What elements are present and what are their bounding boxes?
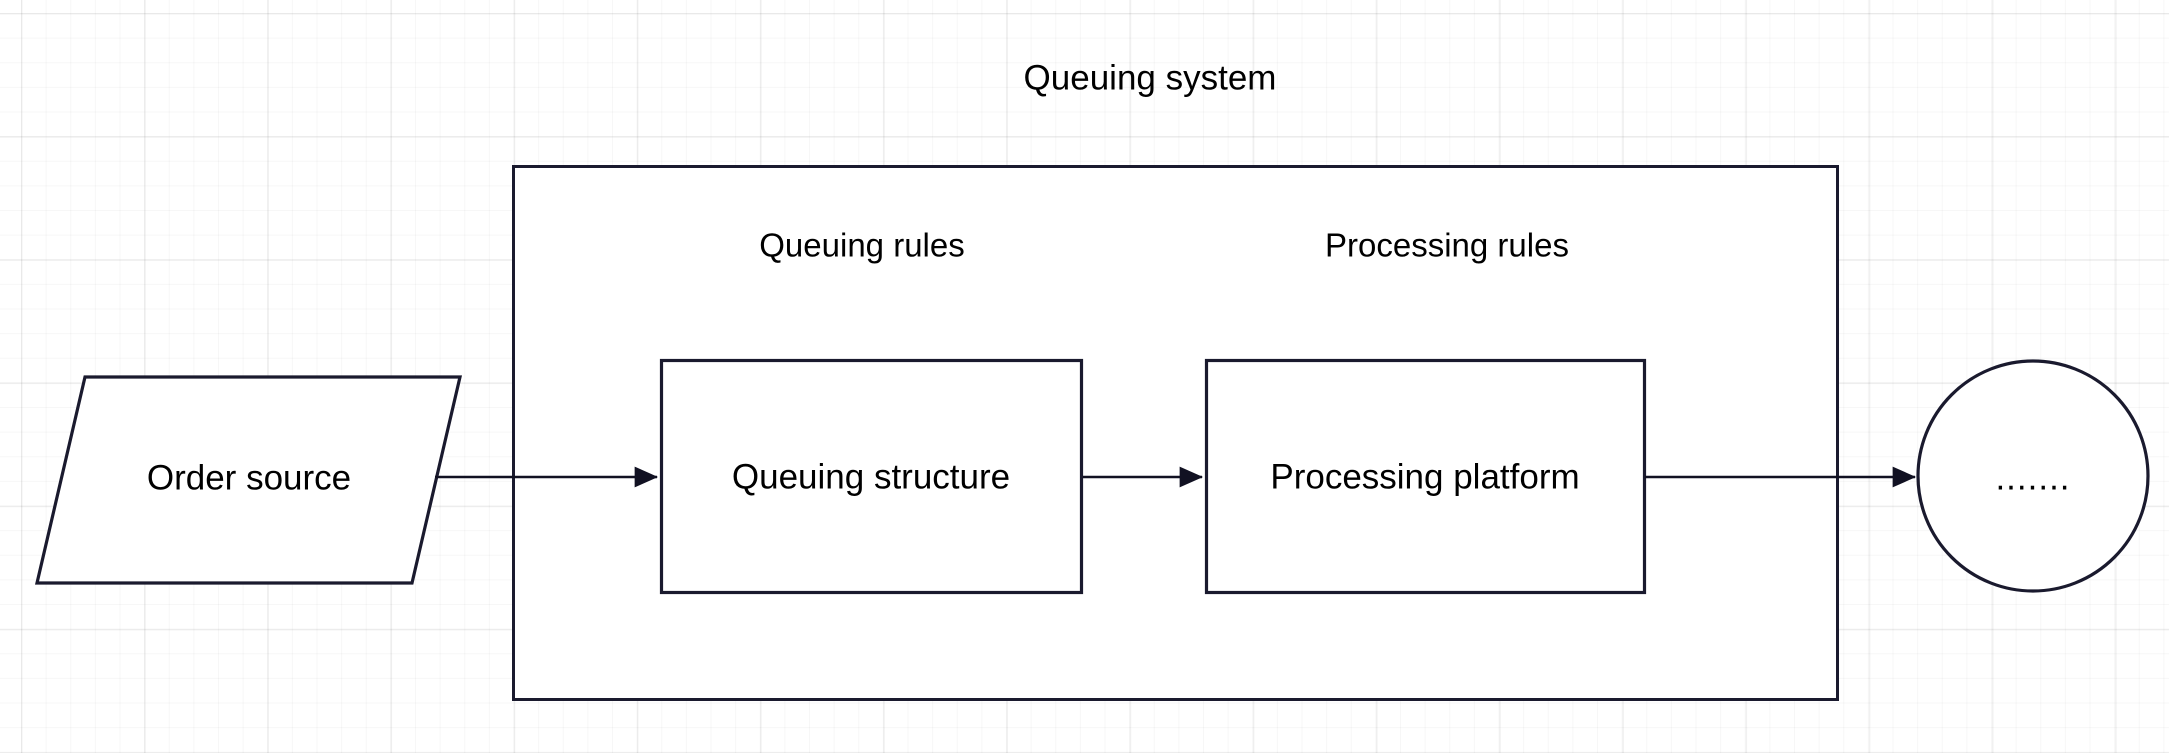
- node-label-order-source: Order source: [146, 458, 352, 498]
- node-label-processing-platform: Processing platform: [1270, 457, 1580, 497]
- diagram-title: Queuing system: [1023, 58, 1277, 98]
- group-label-queuing-rules: Queuing rules: [759, 226, 965, 264]
- group-label-processing-rules: Processing rules: [1325, 226, 1569, 264]
- node-label-terminal-ellipsis: .......: [1995, 458, 2071, 498]
- node-label-queuing-structure: Queuing structure: [731, 457, 1011, 497]
- terminal-circle-shape[interactable]: [1916, 359, 2150, 593]
- queuing-structure-shape[interactable]: [659, 358, 1084, 595]
- order-source-shape[interactable]: [34, 375, 463, 585]
- processing-platform-shape[interactable]: [1204, 358, 1647, 595]
